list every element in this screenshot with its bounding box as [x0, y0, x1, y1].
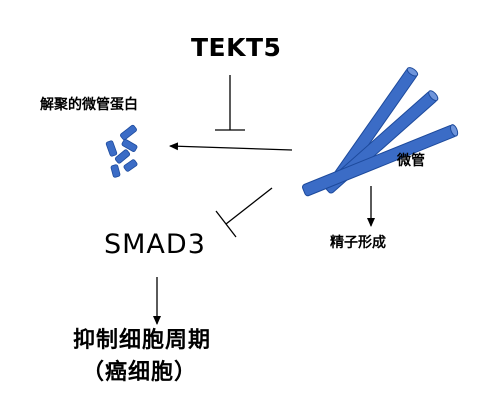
microtubule-bundle-icon — [302, 67, 459, 197]
smad3-label: SMAD3 — [104, 229, 206, 260]
cell-cycle-inhibition-label: 抑制细胞周期 — [73, 328, 212, 353]
microtubule-label: 微管 — [397, 153, 425, 169]
depolymerized-tubulin-icon — [105, 124, 138, 178]
depolymerized-tubulin-label: 解聚的微管蛋白 — [40, 97, 138, 113]
inhibition-tekt5 — [215, 75, 245, 131]
cancer-cells-label: （癌细胞） — [82, 360, 198, 385]
tekt5-label: TEKT5 — [191, 33, 282, 62]
inhibition-smad3 — [215, 187, 273, 238]
arrow-microtubule-to-tubulin — [169, 142, 293, 151]
spermatogenesis-label: 精子形成 — [330, 235, 386, 251]
